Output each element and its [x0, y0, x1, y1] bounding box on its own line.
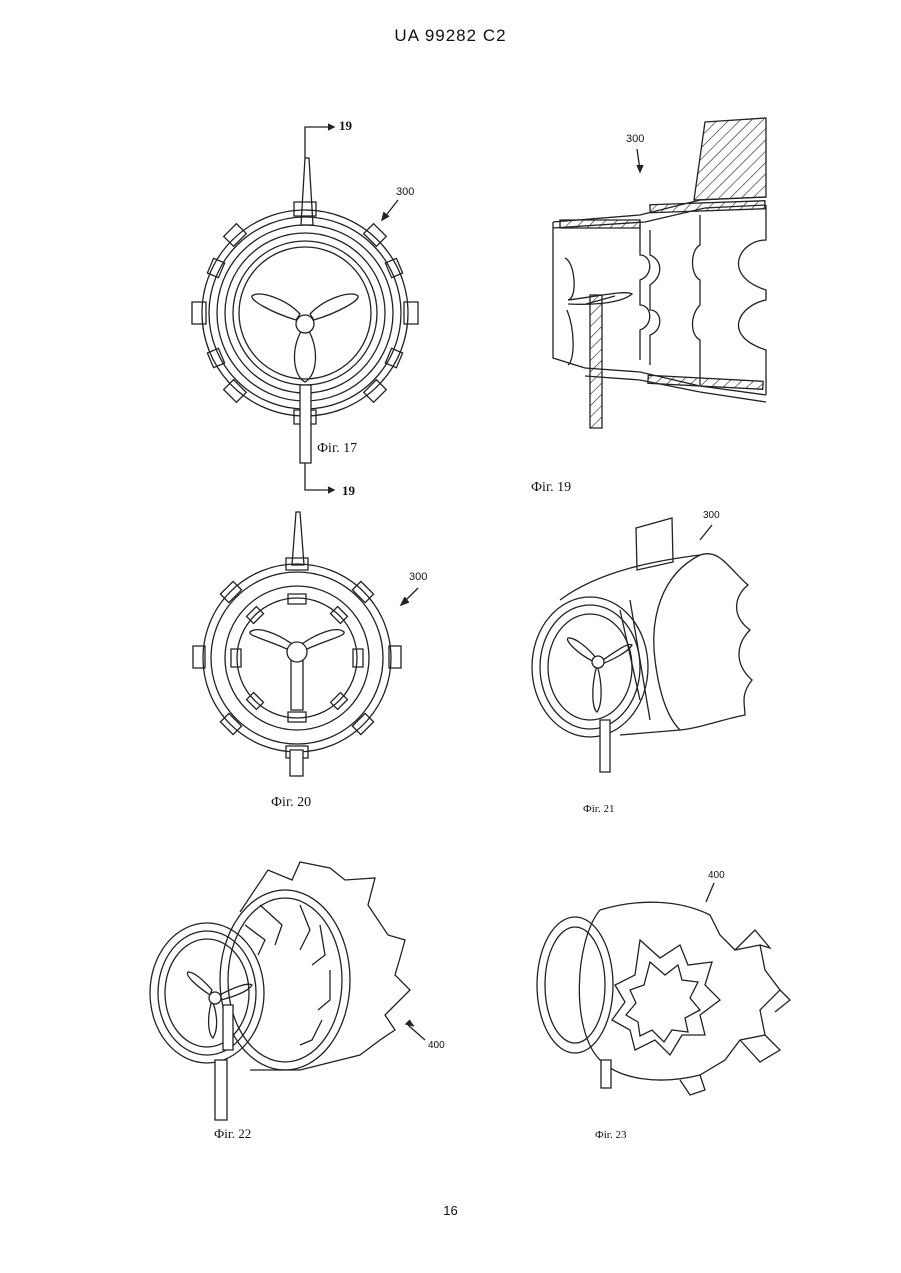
reference-numeral: 400	[708, 870, 725, 881]
page-number: 16	[0, 1203, 901, 1218]
figure-23-caption: Фіг. 23	[595, 1129, 627, 1141]
